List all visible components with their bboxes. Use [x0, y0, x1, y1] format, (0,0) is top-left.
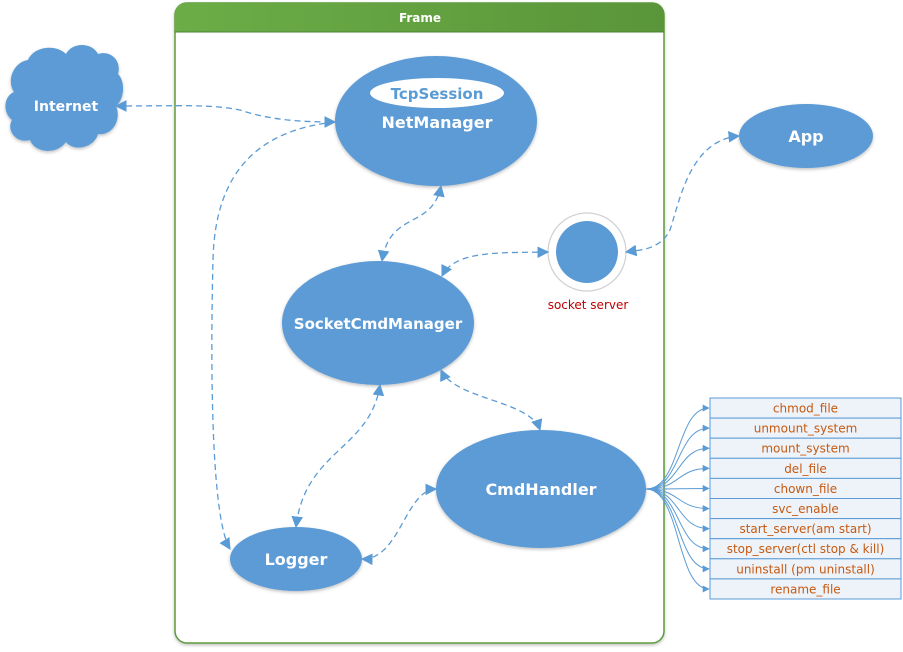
- command-label: chmod_file: [773, 402, 838, 416]
- fan-arrow: [645, 444, 710, 490]
- connector-socketcmdmanager-logger: [291, 383, 385, 529]
- socket-cmd-manager-label: SocketCmdManager: [294, 315, 463, 333]
- fan-arrow: [645, 404, 710, 490]
- command-item[interactable]: rename_file: [709, 578, 902, 600]
- command-item[interactable]: chown_file: [709, 477, 902, 499]
- command-fan-out: [645, 404, 710, 593]
- connector-socketserver-socketcmdmanager: [441, 246, 550, 278]
- command-label: uninstall (pm uninstall): [736, 562, 875, 576]
- internet-node[interactable]: Internet: [5, 45, 124, 151]
- frame-title: Frame: [399, 11, 441, 25]
- net-manager-node[interactable]: TcpSession NetManager: [335, 56, 537, 186]
- connections: [114, 100, 741, 566]
- socket-server-node[interactable]: socket server: [547, 212, 629, 312]
- socket-server-label: socket server: [548, 298, 629, 312]
- net-manager-label: NetManager: [382, 113, 493, 132]
- connector-internet-netmanager: [114, 100, 337, 128]
- command-label: del_file: [784, 462, 827, 476]
- command-label: svc_enable: [772, 502, 839, 516]
- command-label: stop_server(ctl stop & kill): [727, 542, 885, 556]
- fan-arrow: [645, 488, 710, 513]
- logger-label: Logger: [265, 550, 328, 569]
- command-label: rename_file: [770, 582, 840, 596]
- cmd-handler-node[interactable]: CmdHandler: [436, 430, 646, 548]
- fan-arrow: [645, 424, 710, 490]
- fan-arrow: [645, 488, 710, 593]
- fan-arrow: [645, 484, 710, 492]
- command-item[interactable]: svc_enable: [709, 498, 902, 520]
- cloud-icon: [5, 45, 124, 151]
- command-label: mount_system: [761, 442, 849, 456]
- app-node[interactable]: App: [739, 104, 873, 168]
- command-item[interactable]: start_server(am start): [709, 518, 902, 540]
- command-box: [709, 578, 902, 600]
- internet-label: Internet: [34, 99, 99, 115]
- app-label: App: [788, 127, 823, 146]
- socket-cmd-manager-node[interactable]: SocketCmdManager: [282, 261, 474, 385]
- command-item[interactable]: del_file: [709, 457, 902, 479]
- connector-netmanager-socketcmdmanager: [377, 184, 445, 263]
- command-item[interactable]: unmount_system: [709, 417, 902, 439]
- command-item[interactable]: mount_system: [709, 437, 902, 459]
- connector-app-socketserver: [624, 131, 741, 257]
- frame-header: [175, 3, 664, 32]
- command-item[interactable]: uninstall (pm uninstall): [709, 558, 902, 580]
- command-item[interactable]: stop_server(ctl stop & kill): [709, 538, 902, 560]
- connector-cmdhandler-logger: [360, 483, 438, 566]
- command-item[interactable]: chmod_file: [709, 397, 902, 419]
- tcp-session-label: TcpSession: [391, 85, 484, 103]
- logger-node[interactable]: Logger: [230, 527, 362, 591]
- command-label: unmount_system: [754, 422, 858, 436]
- command-list: chmod_file unmount_system mount_system del_…: [709, 397, 902, 600]
- command-label: start_server(am start): [739, 522, 871, 536]
- fan-arrow: [645, 464, 710, 490]
- command-label: chown_file: [774, 482, 837, 496]
- tcp-session-node[interactable]: [370, 78, 504, 108]
- connector-netmanager-logger: [211, 121, 336, 550]
- cmd-handler-label: CmdHandler: [485, 480, 596, 499]
- connector-socketcmdmanager-cmdhandler: [440, 368, 543, 432]
